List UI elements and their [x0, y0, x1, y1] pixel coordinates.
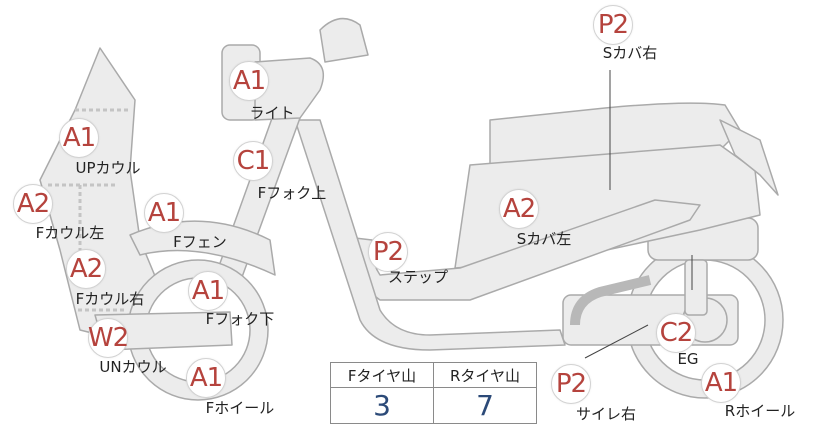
tire-tread-table: Fタイヤ山 Rタイヤ山 3 7 [330, 362, 537, 424]
part-marker-engine[interactable]: C2 [656, 313, 696, 353]
part-label-rear-wheel: Rホイール [724, 402, 796, 420]
part-marker-under-cowl[interactable]: W2 [88, 318, 129, 358]
part-label-side-cover-right: Sカバ右 [602, 44, 658, 62]
part-marker-light[interactable]: A1 [229, 61, 269, 101]
part-label-under-cowl: UNカウル [99, 358, 167, 376]
part-label-front-cowl-left: Fカウル左 [35, 224, 105, 242]
part-label-muffler-right: サイレ右 [575, 405, 637, 423]
front-tire-header: Fタイヤ山 [330, 362, 434, 388]
part-label-light: ライト [249, 104, 295, 122]
part-marker-front-wheel[interactable]: A1 [186, 358, 226, 398]
rear-tire-value: 7 [433, 387, 537, 424]
part-label-engine: EG [677, 350, 699, 368]
part-label-up-cowl: UPカウル [75, 159, 141, 177]
part-label-front-fork-lower: Fフォク下 [205, 310, 275, 328]
part-label-front-wheel: Fホイール [205, 399, 275, 417]
part-label-side-cover-left: Sカバ左 [516, 230, 572, 248]
part-marker-muffler-right[interactable]: P2 [551, 364, 591, 404]
rear-tire-header: Rタイヤ山 [433, 362, 537, 388]
part-marker-front-cowl-left[interactable]: A2 [13, 184, 53, 224]
part-label-front-cowl-right: Fカウル右 [75, 290, 145, 308]
part-marker-up-cowl[interactable]: A1 [59, 118, 99, 158]
part-label-front-fender: Fフェン [173, 233, 227, 251]
part-marker-front-fork-lower[interactable]: A1 [188, 271, 228, 311]
front-tire-value: 3 [330, 387, 434, 424]
part-label-step: ステップ [387, 268, 449, 286]
part-marker-rear-wheel[interactable]: A1 [701, 363, 741, 403]
part-marker-front-fork-upper[interactable]: C1 [233, 141, 273, 181]
part-marker-front-cowl-right[interactable]: A2 [66, 249, 106, 289]
part-marker-step[interactable]: P2 [368, 232, 408, 272]
part-marker-front-fender[interactable]: A1 [144, 193, 184, 233]
part-marker-side-cover-left[interactable]: A2 [499, 189, 539, 229]
part-label-front-fork-upper: Fフォク上 [257, 184, 327, 202]
part-marker-side-cover-right[interactable]: P2 [593, 5, 633, 45]
